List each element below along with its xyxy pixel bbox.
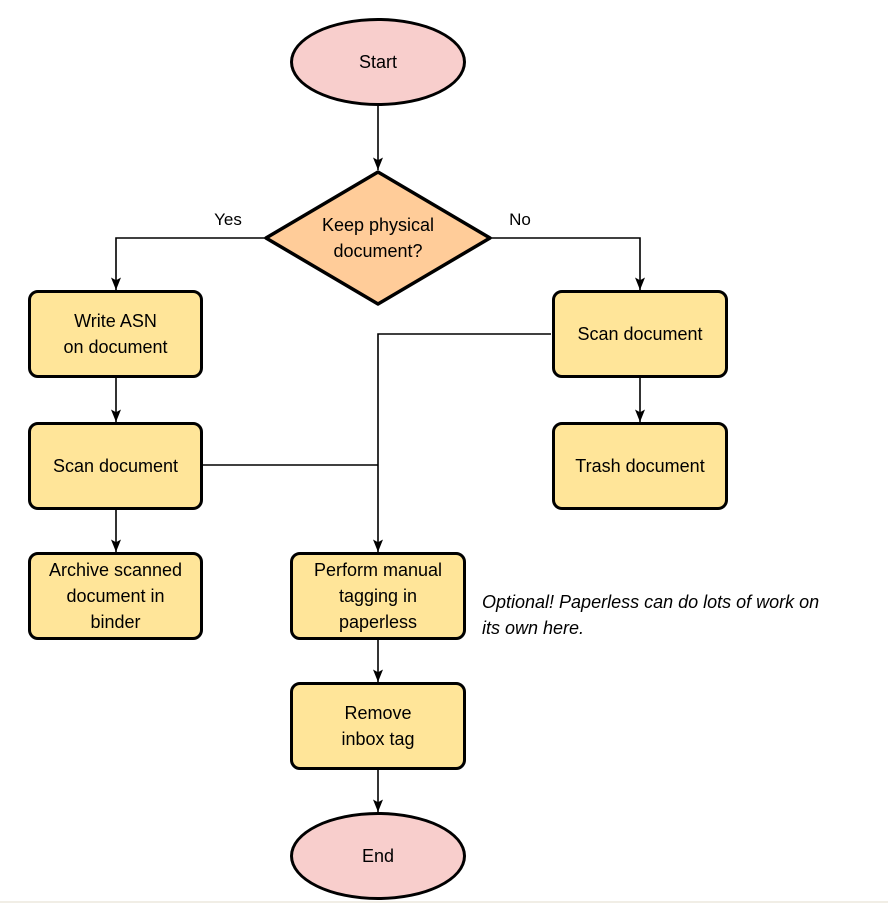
edge-decision-yes [111, 237, 265, 290]
edge-decision-no [491, 237, 645, 290]
edge-label-no: No [509, 210, 531, 229]
node-remove-inbox-tag: Remove inbox tag [290, 682, 466, 770]
node-manual-tagging-label: Perform manual tagging in paperless [313, 560, 443, 632]
node-write-asn-label: Write ASN on document [63, 311, 168, 357]
node-scan-document-left-label: Scan document [52, 456, 179, 476]
edge-scanright-to-tagging [373, 333, 551, 552]
node-end: End [290, 812, 466, 900]
node-write-asn: Write ASN on document [28, 290, 203, 378]
node-decision-label: Keep physical document? [321, 215, 435, 261]
decision-diamond-shape [264, 170, 492, 306]
node-end-label: End [361, 846, 395, 866]
node-archive-document: Archive scanned document in binder [28, 552, 203, 640]
node-scan-document-left: Scan document [28, 422, 203, 510]
node-archive-document-label: Archive scanned document in binder [48, 560, 183, 632]
node-manual-tagging: Perform manual tagging in paperless [290, 552, 466, 640]
page-bottom-rule [0, 901, 888, 903]
optional-note: Optional! Paperless can do lots of work … [482, 592, 820, 638]
node-start-label: Start [358, 52, 397, 72]
node-start: Start [290, 18, 466, 106]
node-remove-inbox-tag-label: Remove inbox tag [341, 703, 415, 749]
node-trash-document: Trash document [552, 422, 728, 510]
node-trash-document-label: Trash document [575, 456, 705, 476]
node-scan-document-right-label: Scan document [577, 324, 703, 344]
node-scan-document-right: Scan document [552, 290, 728, 378]
edge-label-yes: Yes [214, 210, 242, 229]
